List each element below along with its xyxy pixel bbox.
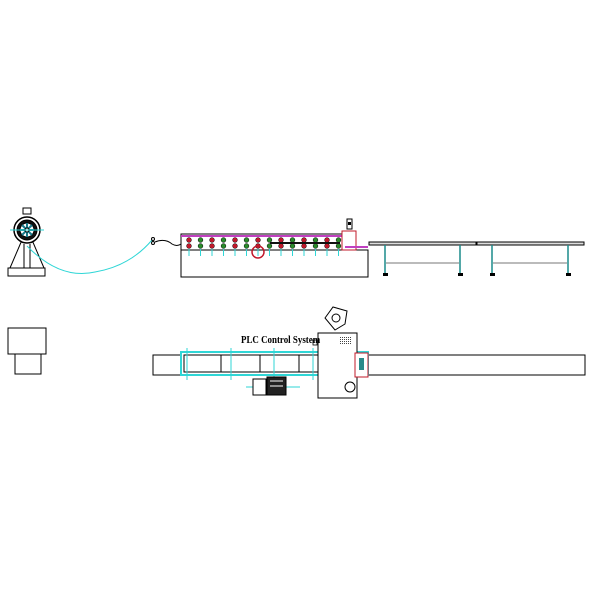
coil-strip xyxy=(26,239,153,274)
roller-station xyxy=(324,237,330,256)
roller-station xyxy=(278,237,284,256)
operator-icon xyxy=(324,306,348,331)
roller-station xyxy=(220,237,227,256)
motor xyxy=(246,376,300,396)
run-out-table xyxy=(368,241,585,276)
roller-station xyxy=(243,237,250,256)
plc-control-box xyxy=(312,332,369,399)
cutter xyxy=(341,218,368,251)
entry-guide xyxy=(151,237,182,246)
roll-forming-machine xyxy=(180,233,369,278)
plc-control-system-label: PLC Control System xyxy=(241,335,321,346)
roller-station xyxy=(197,237,204,256)
hydraulic-station xyxy=(7,327,47,375)
roller-station xyxy=(232,237,238,256)
plan-view xyxy=(152,348,586,380)
roller-station xyxy=(301,237,307,256)
roller-station xyxy=(186,237,192,256)
roller-station xyxy=(209,237,215,256)
decoiler xyxy=(7,207,46,277)
roller-station xyxy=(266,237,273,256)
